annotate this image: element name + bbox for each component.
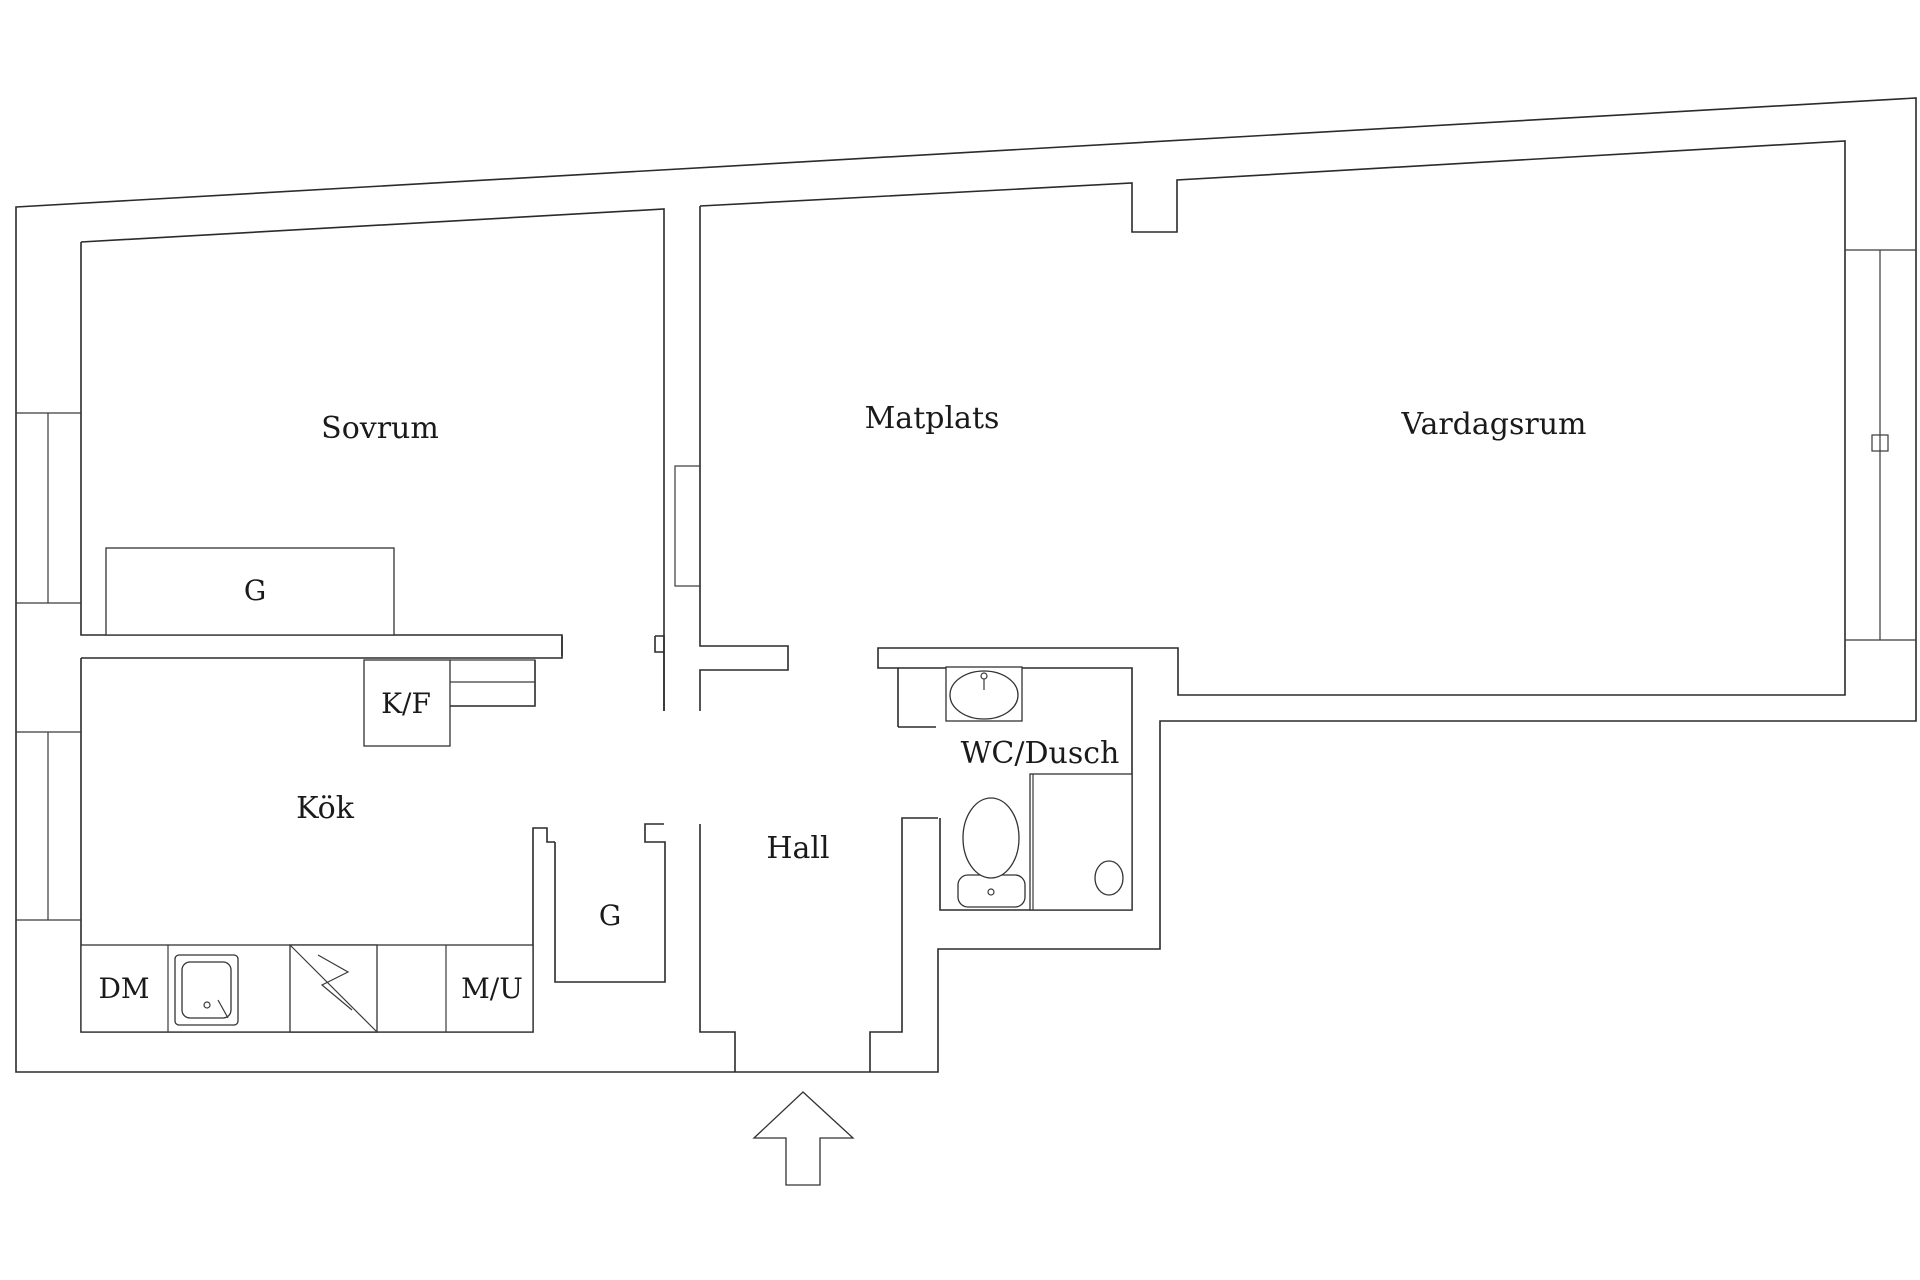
label-fridge-freezer: K/F [381, 687, 431, 720]
label-microwave-oven: M/U [461, 972, 523, 1005]
window-kok [16, 731, 81, 921]
wall-partition-kitchen [654, 635, 665, 711]
label-hall: Hall [766, 831, 829, 866]
outer-wall [15, 97, 1917, 1073]
bathroom-sink-icon [945, 666, 1023, 722]
label-wardrobe-hall: G [599, 899, 621, 932]
wall-kok-right [450, 660, 536, 707]
wall-sovrum [80, 208, 665, 711]
wall-living-left [699, 206, 789, 711]
label-wardrobe-bedroom: G [244, 574, 266, 607]
wall-hall [699, 817, 938, 1072]
toilet-icon [957, 797, 1026, 908]
wardrobe-bedroom [105, 547, 395, 636]
window-sovrum [16, 412, 81, 604]
label-wc-dusch: WC/Dusch [961, 736, 1120, 771]
wall-closet-hall [554, 823, 666, 983]
counter-extension [450, 659, 536, 707]
fridge-freezer [363, 659, 451, 747]
label-dishwasher: DM [98, 972, 149, 1005]
shower-icon [1029, 773, 1133, 911]
label-vardagsrum: Vardagsrum [1401, 407, 1587, 442]
label-sovrum: Sovrum [321, 411, 439, 446]
radiator-marker [1871, 434, 1889, 452]
window-matplats-interior [674, 465, 701, 587]
stove-icon [289, 944, 378, 1033]
window-vardagsrum [1845, 249, 1916, 641]
kitchen-sink-icon [174, 954, 239, 1026]
wall-living [699, 140, 1846, 727]
label-kok: Kök [296, 791, 355, 826]
entrance-arrow-icon [752, 1091, 855, 1186]
label-matplats: Matplats [865, 401, 1000, 436]
